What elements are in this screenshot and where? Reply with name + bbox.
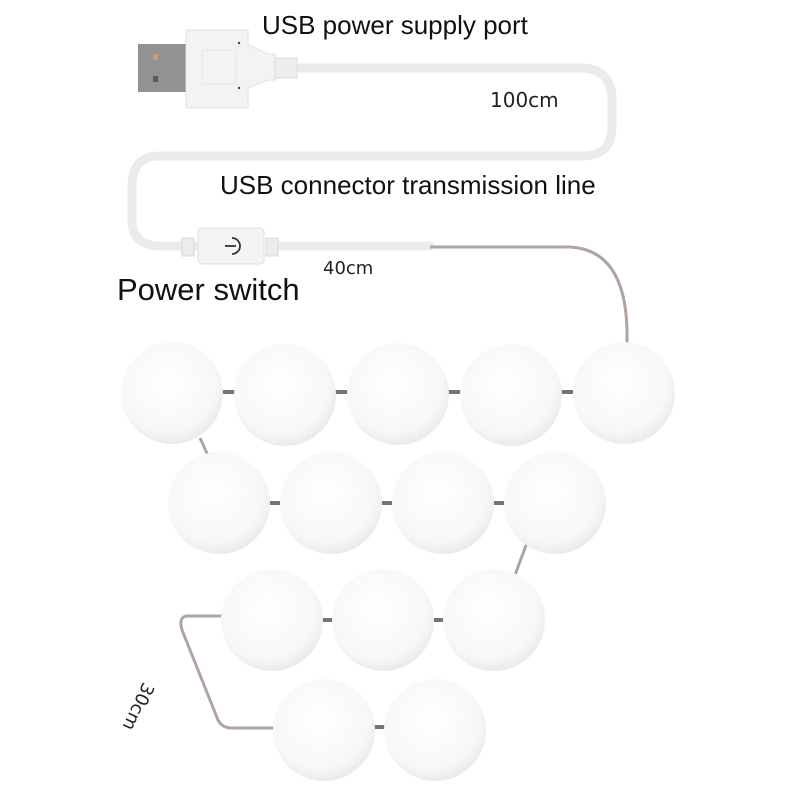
length-40-label: 40cm xyxy=(323,258,374,279)
bulb xyxy=(347,343,449,445)
wire xyxy=(179,245,629,730)
bulb xyxy=(332,569,434,671)
bulb xyxy=(234,344,336,446)
power-switch-label: Power switch xyxy=(117,272,300,307)
bulb xyxy=(121,342,223,444)
bulb xyxy=(168,452,270,554)
usb-cable xyxy=(127,63,617,251)
power-switch[interactable] xyxy=(181,227,279,265)
bulb xyxy=(392,452,494,554)
transmission-line-label: USB connector transmission line xyxy=(220,170,596,200)
usb-port-label: USB power supply port xyxy=(262,10,528,40)
bulb xyxy=(460,344,562,446)
bulb xyxy=(221,569,323,671)
bulb xyxy=(443,569,545,671)
bulb xyxy=(280,452,382,554)
usb-plug-icon xyxy=(138,29,298,109)
bulb xyxy=(384,679,486,781)
power-button-icon xyxy=(225,237,241,255)
bulb-array xyxy=(121,342,675,781)
bulb xyxy=(504,452,606,554)
length-100-label: 100cm xyxy=(490,88,559,112)
bulb xyxy=(573,342,675,444)
bulb xyxy=(273,679,375,781)
